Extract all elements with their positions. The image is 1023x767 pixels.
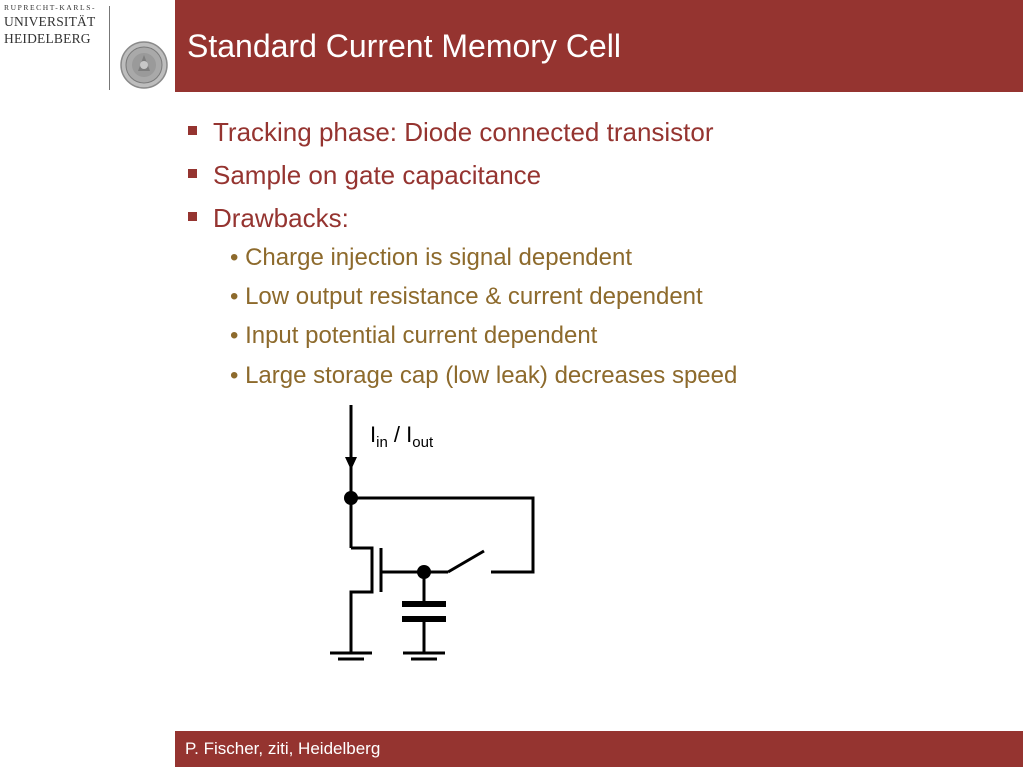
slide-title: Standard Current Memory Cell [187, 28, 621, 64]
bullet-text: Sample on gate capacitance [213, 160, 542, 190]
square-bullet-icon [188, 126, 197, 135]
current-label: Iin / Iout [370, 422, 433, 451]
sub-bullet-item: • Low output resistance & current depend… [230, 283, 703, 310]
label-i-out: I [406, 422, 413, 447]
sample-switch [447, 549, 485, 574]
label-separator: / [387, 422, 407, 447]
capacitor-plate-bottom [402, 616, 446, 622]
label-out-subscript: out [412, 434, 434, 451]
footer-text: P. Fischer, ziti, Heidelberg [185, 739, 381, 758]
title-bar: Standard Current Memory Cell [175, 0, 1023, 92]
logo-text: RUPRECHT-KARLS- UNIVERSITÄT HEIDELBERG [4, 3, 104, 47]
logo-line-2: UNIVERSITÄT [4, 14, 96, 29]
university-logo: RUPRECHT-KARLS- UNIVERSITÄT HEIDELBERG [0, 0, 175, 92]
junction-node [344, 491, 358, 505]
logo-line-3: HEIDELBERG [4, 31, 91, 46]
square-bullet-icon [188, 212, 197, 221]
logo-line-1: RUPRECHT-KARLS- [4, 3, 97, 12]
sub-bullet-item: • Large storage cap (low leak) decreases… [230, 362, 738, 389]
label-in-subscript: in [376, 434, 388, 451]
sub-bullet-item: • Charge injection is signal dependent [230, 244, 632, 271]
sub-bullet-item: • Input potential current dependent [230, 322, 598, 349]
footer-bar: P. Fischer, ziti, Heidelberg [175, 731, 1023, 767]
current-arrow-icon [345, 457, 357, 470]
university-seal-icon [120, 41, 168, 89]
label-i-in: I [370, 422, 377, 447]
gate-node [417, 565, 431, 579]
bullet-text: Drawbacks: [213, 203, 349, 233]
transistor-channel [349, 546, 374, 652]
capacitor-plate-top [402, 601, 446, 607]
square-bullet-icon [188, 169, 197, 178]
logo-divider [109, 6, 110, 90]
feedback-wire [351, 496, 535, 574]
bullet-text: Tracking phase: Diode connected transist… [213, 117, 714, 147]
